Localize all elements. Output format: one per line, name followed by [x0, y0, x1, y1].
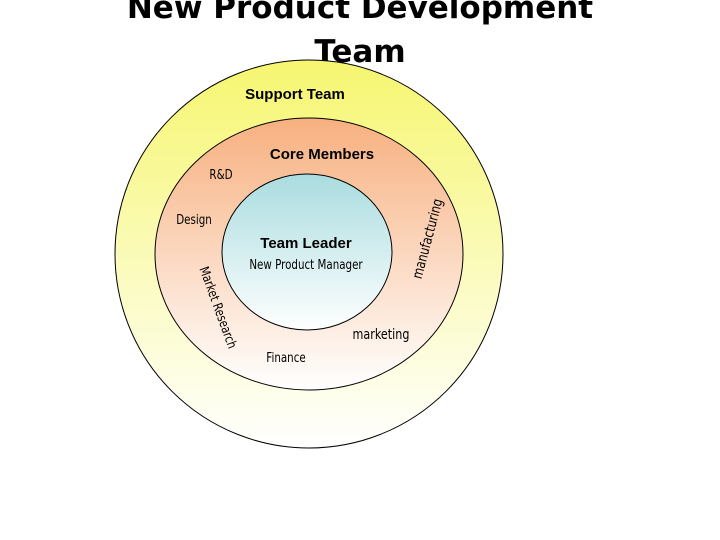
core-members-label: Core Members: [270, 146, 374, 163]
slide-title: New Product Development Team: [0, 0, 720, 74]
role-finance-label: Finance: [266, 350, 305, 366]
support-team-label: Support Team: [245, 86, 345, 103]
role-rd-label: R&D: [209, 167, 232, 183]
role-marketing-label: marketing: [353, 327, 410, 344]
team-leader-label: Team Leader: [260, 235, 352, 252]
team-leader-circle: [221, 173, 393, 331]
title-line-1: New Product Development: [126, 0, 594, 26]
role-design-label: Design: [176, 212, 212, 228]
team-leader-sublabel: New Product Manager: [249, 257, 362, 273]
